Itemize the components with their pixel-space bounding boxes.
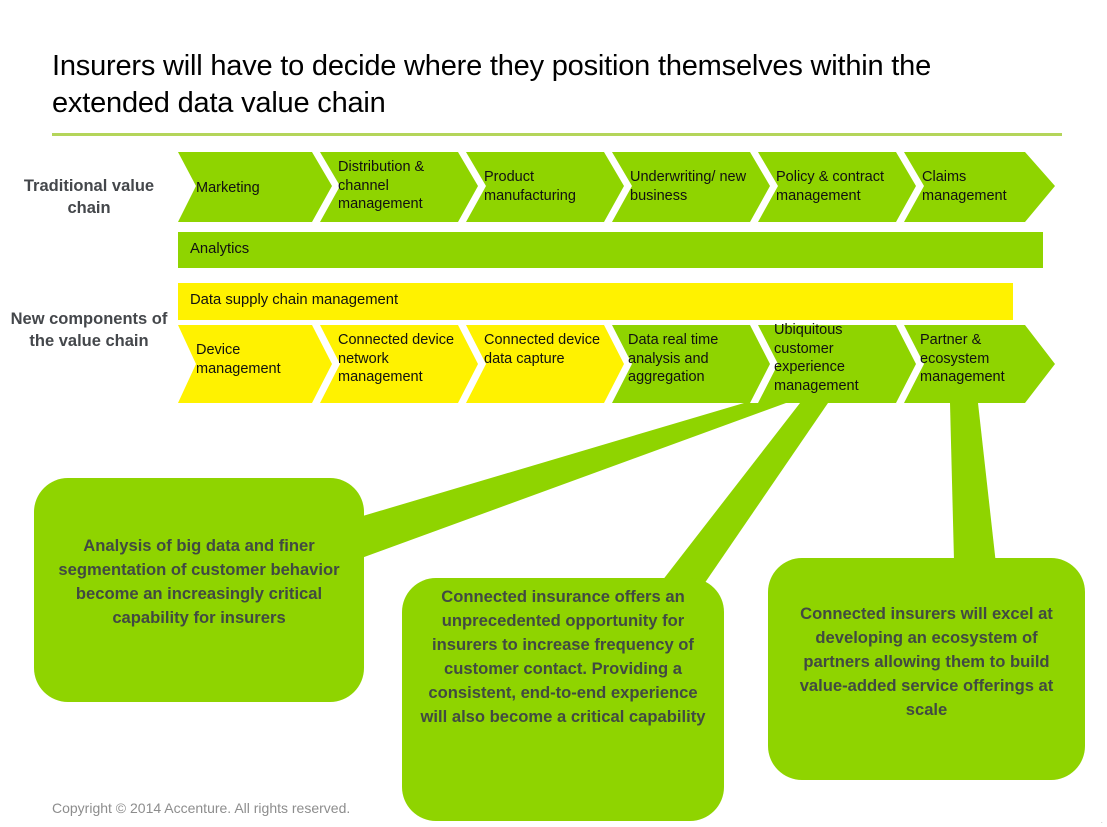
chevron-new-5[interactable] <box>758 325 916 403</box>
chevron-traditional-1[interactable] <box>178 152 332 222</box>
band-analytics[interactable] <box>178 232 1043 268</box>
new-components-chevrons <box>178 325 1055 403</box>
title-divider <box>52 133 1062 136</box>
chevron-traditional-5[interactable] <box>758 152 916 222</box>
connector-wedge-3 <box>950 403 1000 600</box>
footer-corner-mark: . <box>1100 815 1103 825</box>
chevron-new-6[interactable] <box>904 325 1055 403</box>
footer-copyright: Copyright © 2014 Accenture. All rights r… <box>52 800 351 816</box>
chevron-new-4[interactable] <box>612 325 770 403</box>
callout-bubble-3[interactable] <box>768 558 1085 780</box>
callout-text-analysis: Analysis of big data and finer segmentat… <box>58 536 340 628</box>
callout-text-connected-insurance: Connected insurance offers an unpreceden… <box>420 587 706 727</box>
page-title: Insurers will have to decide where they … <box>52 50 932 120</box>
callout-text-ecosystem: Connected insurers will excel at develop… <box>799 604 1054 720</box>
chevron-new-2[interactable] <box>320 325 478 403</box>
chevron-new-3[interactable] <box>466 325 624 403</box>
band-data-supply-chain[interactable] <box>178 283 1013 320</box>
traditional-chain-chevrons <box>178 152 1055 222</box>
callout-bubble-1[interactable] <box>34 478 364 702</box>
band-label-data-supply-chain-management: Data supply chain management <box>190 292 399 308</box>
chevron-traditional-2[interactable] <box>320 152 478 222</box>
connector-wedge-1 <box>356 403 786 560</box>
callout-bubble-2[interactable] <box>402 578 724 821</box>
chevron-new-1[interactable] <box>178 325 332 403</box>
chevron-traditional-6[interactable] <box>904 152 1055 222</box>
chevron-traditional-3[interactable] <box>466 152 624 222</box>
connector-wedge-2 <box>655 403 828 590</box>
chevron-traditional-4[interactable] <box>612 152 770 222</box>
row-label-new-components: New components of the value chain <box>10 310 168 350</box>
row-label-traditional-value-chain: Traditional value chain <box>23 177 155 217</box>
band-label-analytics: Analytics <box>190 241 250 257</box>
